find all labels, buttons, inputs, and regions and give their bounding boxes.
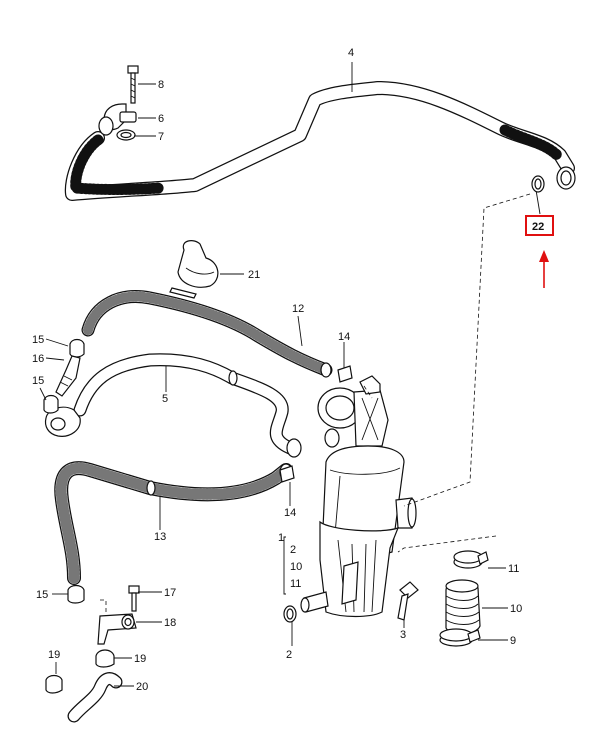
callout-2: 2 [286,649,292,661]
bracket-18 [97,613,137,645]
fitting-6 [98,103,137,136]
highlight-box-22 [525,215,554,236]
bolt-3 [397,581,419,621]
callout-1: 1 [278,532,284,544]
callout-9: 9 [510,635,516,647]
clamp-19-b [45,674,63,694]
callout-6: 6 [158,113,164,125]
callout-15-a: 15 [32,334,44,346]
callout-11: 11 [508,563,519,575]
callout-7: 7 [158,131,164,143]
callout-10: 10 [510,603,522,615]
highlight-arrow [539,250,549,288]
callout-4: 4 [348,47,354,59]
callout-19-left: 19 [48,649,60,661]
callout-14-top: 14 [338,331,350,343]
bolt-8 [127,65,139,104]
clamp-15-a [69,338,85,358]
callout-16: 16 [32,353,44,365]
clamp-21 [169,240,219,299]
callout-11-group: 11 [290,578,301,590]
hose-12 [81,290,333,378]
hose-5 [44,353,302,458]
callout-10-group: 10 [290,561,302,573]
callout-19: 19 [134,653,146,665]
sleeve-10 [445,579,481,635]
clamp-15-b [43,394,59,414]
clamp-15-c [67,584,85,604]
clamp-11 [453,550,489,569]
hose-4 [64,81,576,201]
callout-15-b: 15 [32,375,44,387]
callout-14-bottom: 14 [284,507,296,519]
fitting-16 [55,355,81,397]
callout-20: 20 [136,681,148,693]
callout-labels: 4 8 6 7 22 21 12 14 15 16 15 5 14 13 1 2… [32,47,544,693]
callout-17: 17 [164,587,176,599]
leader-lines [39,62,545,687]
clamp-14-bottom [279,465,295,483]
clamp-19-a [95,649,115,668]
bolt-17 [128,585,140,612]
hose-13 [54,461,293,585]
callout-15-c: 15 [36,589,48,601]
clamp-14-top [337,365,353,383]
callout-8: 8 [158,79,164,91]
oil-separator-1 [300,375,417,618]
callout-21: 21 [248,269,260,281]
callout-3: 3 [400,629,406,641]
hose-20 [67,672,123,723]
callout-5: 5 [162,393,168,405]
callout-2-group: 2 [290,544,296,556]
callout-13: 13 [154,531,166,543]
callout-22: 22 [532,221,544,233]
callout-18: 18 [164,617,176,629]
callout-12: 12 [292,303,304,315]
clamp-9 [439,628,481,647]
